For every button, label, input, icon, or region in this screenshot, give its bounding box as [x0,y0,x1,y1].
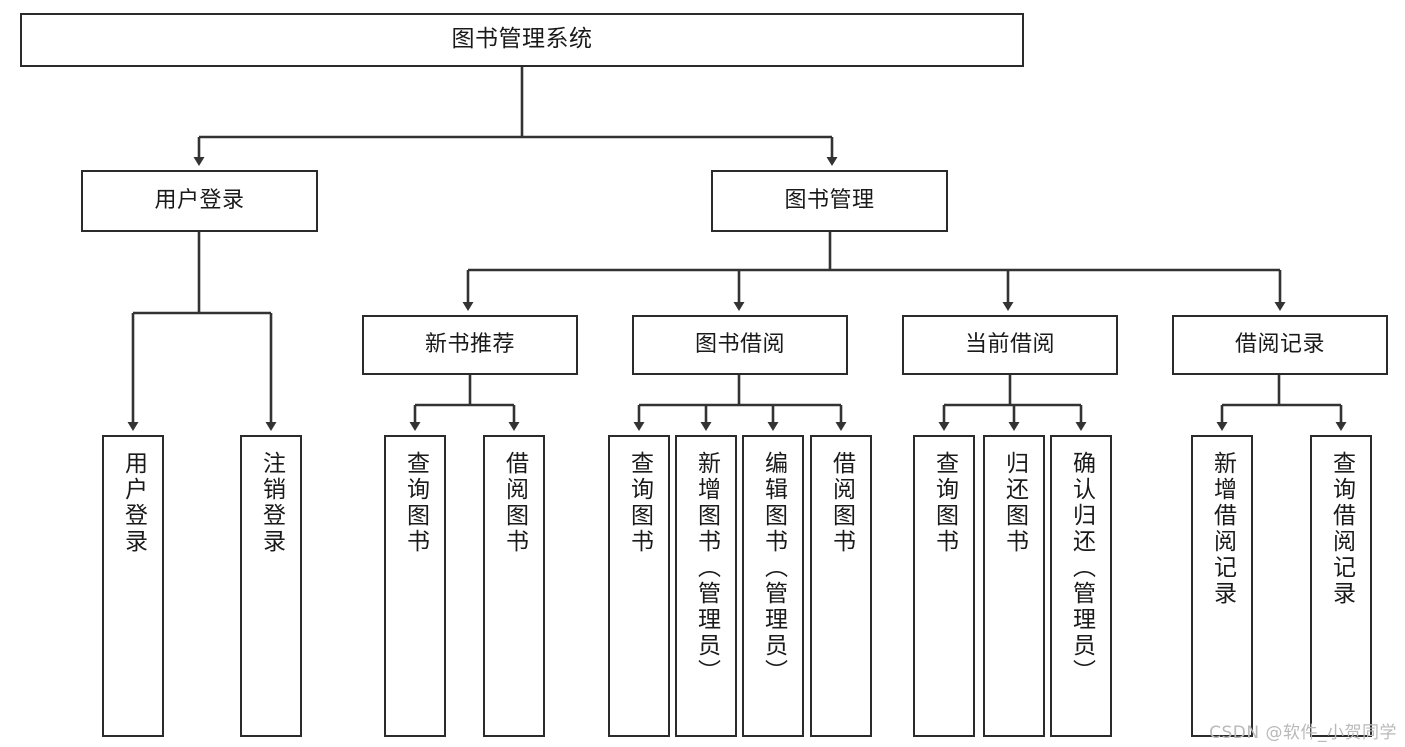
node-label: 图书管理系统 [451,26,593,53]
node-label: 查询图书 [402,451,429,555]
leaf-query-book-borrow[interactable]: 查询图书 [608,435,670,737]
node-label: 编辑图书（管理员） [760,451,787,685]
leaf-logout[interactable]: 注销登录 [240,435,302,737]
leaf-borrow-book[interactable]: 借阅图书 [810,435,872,737]
node-label: 图书借阅 [694,332,785,358]
csdn-watermark: CSDN @软件_小贺同学 [1209,723,1397,743]
node-book-borrow[interactable]: 图书借阅 [632,315,848,375]
node-current-borrow[interactable]: 当前借阅 [902,315,1118,375]
leaf-add-book-admin[interactable]: 新增图书（管理员） [675,435,737,737]
node-label: 归还图书 [1001,451,1028,555]
node-label: 当前借阅 [964,332,1055,358]
node-new-book-recommend[interactable]: 新书推荐 [362,315,578,375]
node-borrow-record[interactable]: 借阅记录 [1172,315,1388,375]
leaf-confirm-return-admin[interactable]: 确认归还（管理员） [1050,435,1112,737]
node-root-system[interactable]: 图书管理系统 [20,13,1024,67]
node-label: 用户登录 [154,188,245,214]
leaf-add-borrow-record[interactable]: 新增借阅记录 [1191,435,1253,737]
node-book-management[interactable]: 图书管理 [711,170,948,232]
node-label: 查询图书 [626,451,653,555]
node-label: 查询图书 [931,451,958,555]
node-label: 借阅图书 [501,451,528,555]
leaf-borrow-book-recommend[interactable]: 借阅图书 [483,435,545,737]
leaf-query-book-current[interactable]: 查询图书 [913,435,975,737]
leaf-query-borrow-record[interactable]: 查询借阅记录 [1310,435,1372,737]
node-label: 确认归还（管理员） [1068,451,1095,685]
leaf-user-login[interactable]: 用户登录 [102,435,164,737]
node-label: 查询借阅记录 [1328,451,1355,607]
node-label: 图书管理 [784,188,875,214]
node-user-login[interactable]: 用户登录 [81,170,318,232]
leaf-query-book-recommend[interactable]: 查询图书 [384,435,446,737]
node-label: 借阅图书 [828,451,855,555]
leaf-edit-book-admin[interactable]: 编辑图书（管理员） [742,435,804,737]
leaf-return-book[interactable]: 归还图书 [983,435,1045,737]
node-label: 用户登录 [120,451,147,555]
node-label: 新增借阅记录 [1209,451,1236,607]
node-label: 借阅记录 [1234,332,1325,358]
node-label: 注销登录 [258,451,285,555]
node-label: 新增图书（管理员） [693,451,720,685]
node-label: 新书推荐 [424,332,515,358]
